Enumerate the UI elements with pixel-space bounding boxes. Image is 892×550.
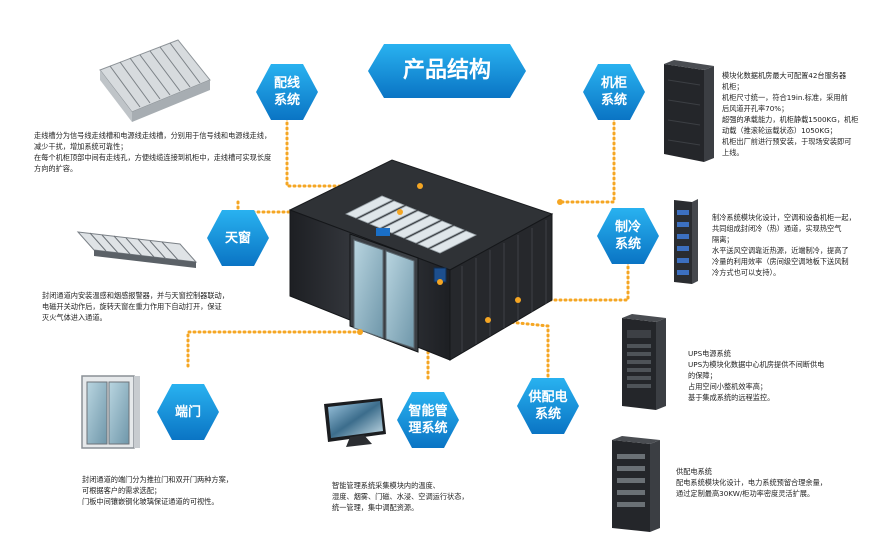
- connector-door: [186, 330, 362, 368]
- power-system-label: 供配电 系统: [528, 390, 568, 422]
- management-system-node: 智能管 理系统: [396, 390, 460, 450]
- cabinet-rack-image: [664, 60, 714, 162]
- connector-cabinet: [558, 116, 616, 204]
- skylight-image: [76, 231, 198, 268]
- title-hexagon: 产品结构: [368, 44, 526, 98]
- connector-cooling: [516, 260, 630, 302]
- cabinet-system-node: 机柜 系统: [582, 62, 646, 122]
- management-system-label: 智能管 理系统: [408, 404, 448, 436]
- monitor-image: [324, 398, 386, 447]
- cabinet-system-description: 模块化数据机房最大可配置42台服务器 机柜； 机柜尺寸统一，符合19in.标准，…: [722, 71, 859, 157]
- cooling-system-description: 制冷系统模块化设计，空调和设备机柜一起， 共同组成封闭冷（热）通道，实现热空气 …: [712, 213, 856, 277]
- hexagon-shape: [256, 64, 318, 120]
- hexagon-shape: [597, 208, 659, 264]
- wiring-trough-image: [99, 39, 211, 122]
- modular-data-center-image: [288, 159, 554, 361]
- page-title: 产品结构: [402, 58, 491, 83]
- end-door-image: [81, 375, 140, 449]
- cooling-system-label: 制冷 系统: [614, 220, 641, 252]
- hexagon-shape: [397, 392, 459, 448]
- wiring-system-label: 配线 系统: [273, 76, 300, 108]
- wiring-system-node: 配线 系统: [255, 62, 319, 122]
- skylight-description: 封闭通道内安装温感和烟感报警器，并与天窗控制器联动， 电磁开关动作后，旋转天窗在…: [42, 291, 229, 322]
- management-system-description: 智能管理系统采集模块内的温度、 湿度、烟雾、门磁、水浸、空调运行状态， 统一管理…: [332, 481, 469, 512]
- ups-cabinet-image: [622, 314, 666, 410]
- connector-dots: [357, 183, 563, 335]
- hexagon-shape: [157, 384, 219, 440]
- hexagon-shape: [583, 64, 645, 120]
- pdu-cabinet-image: [612, 436, 660, 532]
- skylight-label: 天窗: [224, 230, 251, 246]
- ups-description: UPS电源系统 UPS为模块化数据中心机房提供不间断供电 的保障； 占用空间小整…: [688, 349, 825, 402]
- pdu-description: 供配电系统 配电系统模块化设计，电力系统预留合理余量， 通过定制最高30KW/柜…: [676, 467, 827, 498]
- cooling-unit-image: [674, 199, 698, 284]
- hexagon-shape: [207, 210, 269, 266]
- cooling-system-node: 制冷 系统: [596, 206, 660, 266]
- hexagon-shape: [517, 378, 579, 434]
- end-door-node: 端门: [156, 382, 220, 442]
- end-door-label: 端门: [174, 404, 201, 420]
- title-hexagon-shape: [368, 44, 526, 98]
- cabinet-system-label: 机柜 系统: [600, 76, 627, 108]
- end-door-description: 封闭通道的端门分为推拉门和双开门两种方案， 可根据客户的需求选配； 门板中间镶嵌…: [82, 475, 233, 506]
- skylight-node: 天窗: [206, 208, 270, 268]
- wiring-system-description: 走线槽分为信号线走线槽和电源线走线槽，分别用于信号线和电源线走线， 减少干扰，增…: [34, 131, 272, 173]
- power-system-node: 供配电 系统: [516, 376, 580, 436]
